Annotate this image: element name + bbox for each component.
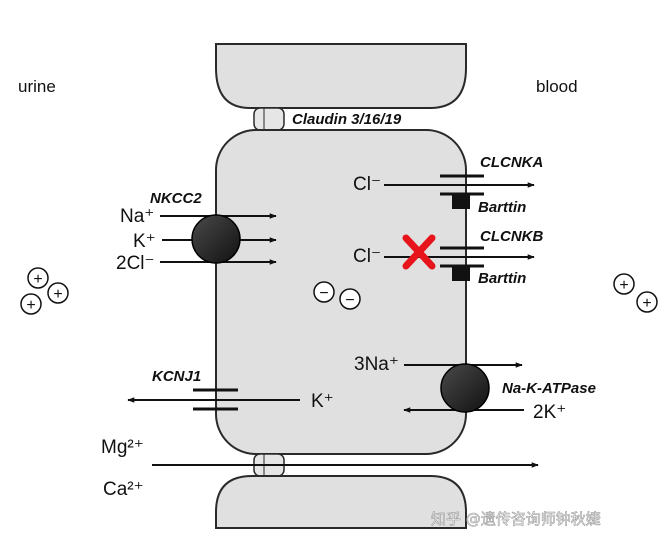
svg-text:+: +	[53, 286, 62, 303]
svg-text:+: +	[642, 295, 651, 312]
nak-k-label: 2K⁺	[533, 402, 566, 423]
clcnka-label: CLCNKA	[480, 154, 543, 171]
barttin-a-subunit	[452, 194, 470, 209]
svg-text:+: +	[619, 277, 628, 294]
svg-text:+: +	[33, 271, 42, 288]
nkcc2-cl-label: 2Cl⁻	[116, 253, 155, 274]
blood-positive-charge-1: +	[613, 273, 635, 295]
ca-label: Ca²⁺	[103, 479, 144, 500]
kcnj1-k-label: K⁺	[311, 391, 334, 412]
claudin-junction-top	[253, 107, 285, 131]
barttin-b-label: Barttin	[478, 270, 526, 287]
svg-text:−: −	[319, 285, 328, 302]
upper-neighbor-cell	[215, 43, 467, 109]
negative-charge-2: −	[339, 288, 361, 310]
barttin-b-subunit	[452, 266, 470, 281]
nkcc2-carrier	[191, 214, 241, 264]
nkcc2-na-label: Na⁺	[120, 206, 154, 227]
lower-neighbor-cell	[215, 475, 467, 529]
urine-positive-charge-3: +	[20, 293, 42, 315]
clcnkb-label: CLCNKB	[480, 228, 543, 245]
negative-charge-1: −	[313, 281, 335, 303]
svg-text:−: −	[345, 292, 354, 309]
blood-label: blood	[536, 77, 578, 96]
nak-atpase-carrier	[440, 363, 490, 413]
clcnkb-cl-label: Cl⁻	[353, 246, 381, 267]
barttin-a-label: Barttin	[478, 199, 526, 216]
tubular-cell	[215, 129, 467, 455]
nak-na-label: 3Na⁺	[354, 354, 399, 375]
nak-atpase-label: Na-K-ATPase	[502, 380, 596, 397]
clcnkb-defect-x-icon	[402, 234, 436, 270]
kcnj1-label: KCNJ1	[152, 368, 201, 385]
nkcc2-label: NKCC2	[150, 190, 202, 207]
svg-text:+: +	[26, 297, 35, 314]
urine-positive-charge-2: +	[47, 282, 69, 304]
watermark: 知乎 @遗传咨询师钟秋婕	[431, 510, 601, 528]
urine-label: urine	[18, 77, 56, 96]
urine-positive-charge-1: +	[27, 267, 49, 289]
claudin-label: Claudin 3/16/19	[292, 111, 402, 128]
blood-positive-charge-2: +	[636, 291, 658, 313]
mg-label: Mg²⁺	[101, 437, 144, 458]
clcnka-cl-label: Cl⁻	[353, 174, 381, 195]
nkcc2-k-label: K⁺	[133, 231, 156, 252]
